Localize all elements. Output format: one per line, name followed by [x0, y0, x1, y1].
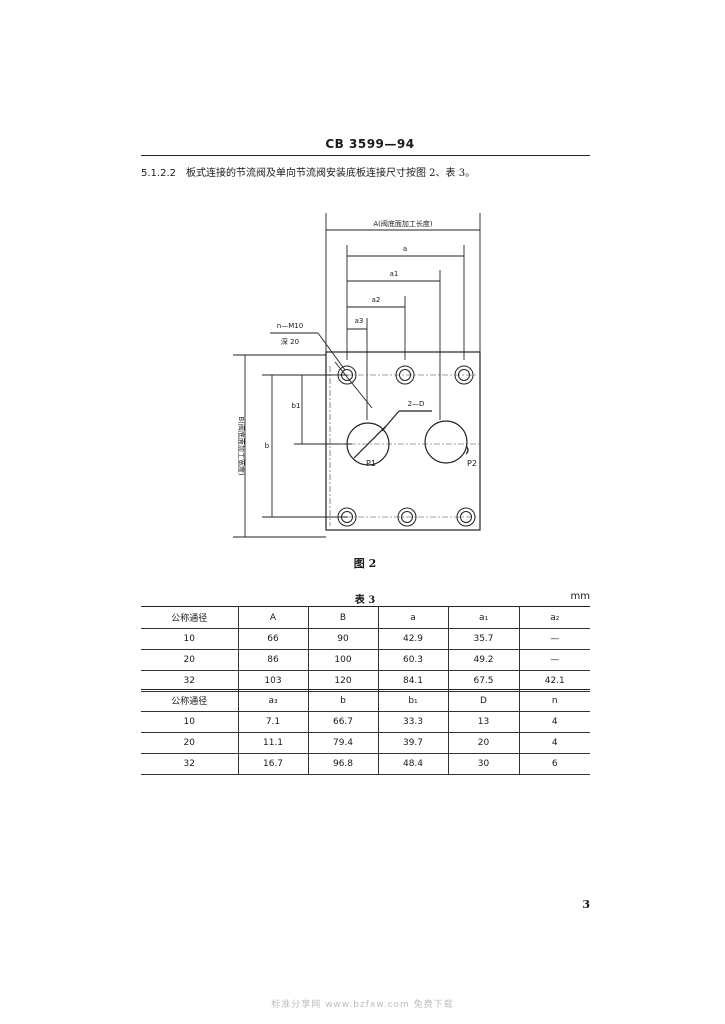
table-row: 10 7.1 66.7 33.3 13 4	[141, 711, 590, 733]
table-header-cell: A	[237, 606, 308, 629]
table-row: 10 66 90 42.9 35.7 —	[141, 628, 590, 650]
table-header-cell: 公称通径	[141, 606, 238, 629]
table-header-cell: a₂	[518, 606, 590, 629]
table-cell: 10	[141, 711, 238, 733]
width-dimensions	[233, 354, 352, 538]
table-cell: 13	[447, 711, 519, 733]
label-thread-callout-2: 深 20	[281, 337, 299, 346]
table-cell: 96.8	[307, 753, 378, 775]
table-cell: 86	[237, 649, 308, 671]
table-cell: 7.1	[237, 711, 308, 733]
table-row: 20 86 100 60.3 49.2 —	[141, 649, 590, 671]
table-cell: 33.3	[377, 711, 448, 733]
table-header-row: 公称通径 a₃ b b₁ D n	[141, 689, 590, 712]
table-header-cell: n	[518, 689, 590, 712]
table-cell: 4	[518, 711, 590, 733]
clause-number: 5.1.2.2	[141, 168, 176, 179]
mounting-holes-bottom	[337, 507, 476, 527]
mounting-holes-top	[337, 365, 474, 385]
length-dimensions	[325, 213, 481, 420]
table-cell: 16.7	[237, 753, 308, 775]
table-cell: 60.3	[377, 649, 448, 671]
clause-text: 板式连接的节流阀及单向节流阀安装底板连接尺寸按图 2、表 3。	[186, 168, 476, 179]
table-header-row: 公称通径 A B a a₁ a₂	[141, 606, 590, 629]
label-b1: b1	[292, 402, 301, 410]
label-B: B(阀底面加工宽度)	[237, 416, 246, 476]
table-header-cell: a₃	[237, 689, 308, 712]
label-A: A(阀底面加工长度)	[373, 219, 433, 228]
table-unit: mm	[570, 591, 590, 602]
table-row: 20 11.1 79.4 39.7 20 4	[141, 732, 590, 754]
label-a1: a1	[390, 270, 399, 278]
label-thread-callout-1: n—M10	[277, 322, 303, 330]
table-header-cell: b₁	[377, 689, 448, 712]
table-header-cell: 公称通径	[141, 689, 238, 712]
table-cell: —	[518, 649, 590, 671]
table-cell: 79.4	[307, 732, 378, 754]
table-cell: 66	[237, 628, 308, 650]
table-cell: 66.7	[307, 711, 378, 733]
table-header-cell: b	[307, 689, 378, 712]
table-cell: 35.7	[447, 628, 519, 650]
table-cell: 39.7	[377, 732, 448, 754]
table-cell: 42.9	[377, 628, 448, 650]
table-cell: 49.2	[447, 649, 519, 671]
table-header-cell: a	[377, 606, 448, 629]
table-cell: 10	[141, 628, 238, 650]
plate-outline	[325, 351, 481, 531]
standard-code-header: CB 3599—94	[325, 137, 415, 151]
port-bores	[346, 410, 469, 466]
label-port-p2: P2	[467, 459, 477, 468]
table-cell: 11.1	[237, 732, 308, 754]
table-row: 32 16.7 96.8 48.4 30 6	[141, 753, 590, 775]
table-header-cell: D	[447, 689, 519, 712]
table-cell: 30	[447, 753, 519, 775]
label-a3: a3	[355, 317, 364, 325]
table-header-cell: a₁	[447, 606, 519, 629]
label-b: b	[265, 442, 270, 450]
header-rule	[141, 155, 590, 156]
table-header-cell: B	[307, 606, 378, 629]
centre-lines	[329, 366, 480, 526]
label-a2: a2	[372, 296, 381, 304]
table-cell: 90	[307, 628, 378, 650]
clause-paragraph: 5.1.2.2 板式连接的节流阀及单向节流阀安装底板连接尺寸按图 2、表 3。	[141, 167, 590, 181]
thread-callout-leader	[270, 332, 373, 409]
table-cell: 6	[518, 753, 590, 775]
table-cell: 4	[518, 732, 590, 754]
label-port-p1: P1	[366, 459, 376, 468]
label-a: a	[403, 245, 407, 253]
label-bore-callout: 2—D	[408, 400, 425, 408]
figure-2-drawing: A(阀底面加工长度) a a1 a2 a3 n—M10 深 20 B(阀底面加工…	[233, 213, 481, 538]
table-row: 32 103 120 84.1 67.5 42.1	[141, 670, 590, 692]
dimension-table-part-2: 公称通径 a₃ b b₁ D n 10 7.1 66.7 33.3 13 4 2…	[141, 689, 590, 775]
table-cell: 100	[307, 649, 378, 671]
table-cell: 32	[141, 753, 238, 775]
table-title: 表 3	[354, 595, 376, 606]
figure-caption: 图 2	[353, 557, 377, 570]
dimension-table-part-1: 公称通径 A B a a₁ a₂ 10 66 90 42.9 35.7 — 20…	[141, 606, 590, 692]
table-cell: 48.4	[377, 753, 448, 775]
table-cell: 20	[447, 732, 519, 754]
table-cell: —	[518, 628, 590, 650]
page-number: 3	[582, 898, 590, 911]
watermark: 标准分享网 www.bzfxw.com 免费下载	[271, 1000, 454, 1010]
table-cell: 20	[141, 732, 238, 754]
table-cell: 20	[141, 649, 238, 671]
